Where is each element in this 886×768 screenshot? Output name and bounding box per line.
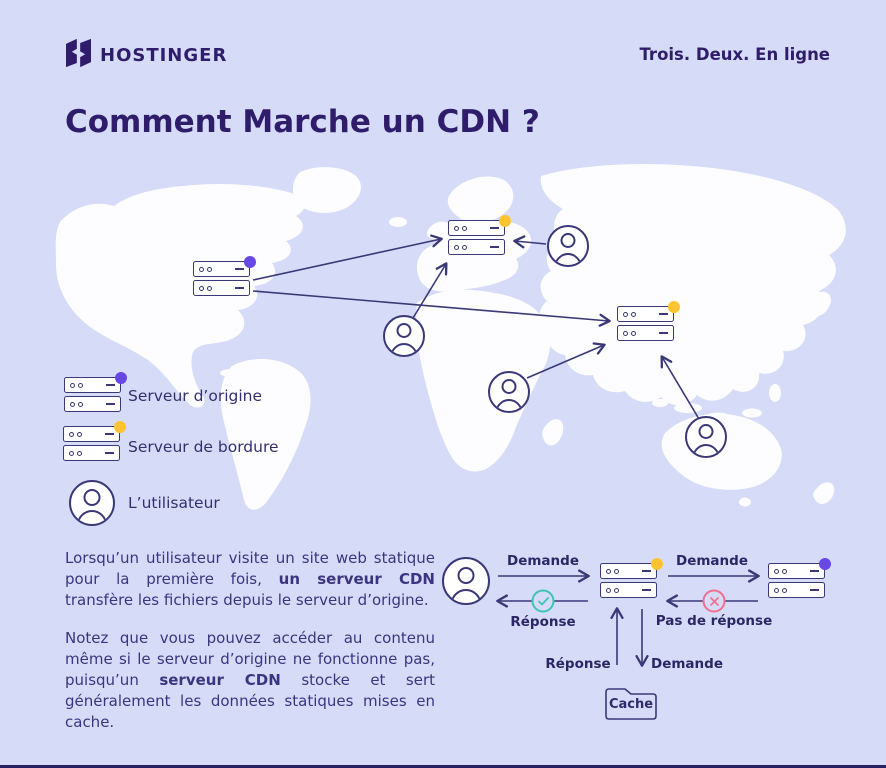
page-title: Comment Marche un CDN ? [65, 104, 540, 140]
hostinger-logo-icon [64, 38, 93, 72]
legend-label-origin: Serveur d’origine [128, 387, 263, 405]
flow-label-reponse-2: Réponse [545, 656, 611, 672]
cache-folder-icon: Cache [604, 681, 658, 721]
paragraph-2: Notez que vous pouvez accéder au contenu… [65, 629, 436, 731]
map-user-europe [547, 225, 589, 267]
flow-label-reponse-1: Réponse [510, 614, 576, 630]
arrow-origin-to-edge-eu [252, 234, 443, 281]
flow-label-demande-1: Demande [507, 553, 579, 569]
body-copy: Lorsqu’un utilisateur visite un site web… [65, 548, 435, 733]
origin-dot-icon [244, 256, 256, 268]
map-user-australia [685, 416, 727, 458]
map-edge-server-asia [617, 301, 680, 341]
flow-label-demande-2: Demande [676, 553, 748, 569]
flow-origin-server-icon [768, 558, 831, 598]
brand-wordmark: HOSTINGER [100, 45, 228, 66]
edge-dot-icon [668, 301, 680, 313]
footer-bar [0, 765, 886, 768]
arrow-user-africa-east-to-edge-asia [526, 342, 606, 379]
legend-user-icon [69, 480, 115, 526]
check-circle-icon [531, 589, 555, 613]
origin-dot-icon [819, 558, 831, 570]
x-circle-icon [702, 589, 726, 613]
map-origin-server [193, 256, 256, 296]
paragraph-1: Lorsqu’un utilisateur visite un site web… [65, 549, 435, 609]
cache-label: Cache [608, 697, 654, 712]
arrow-user-australia-to-edge-asia [660, 355, 700, 420]
map-user-africa-west [383, 315, 425, 357]
flow-edge-server-icon [600, 558, 663, 598]
origin-dot-icon [115, 372, 127, 384]
flow-user-icon [442, 557, 490, 605]
legend-label-user: L’utilisateur [128, 494, 220, 512]
legend-origin-server-icon [64, 372, 127, 412]
map-user-africa-east [488, 371, 530, 413]
legend-edge-server-icon [63, 421, 126, 461]
arrow-origin-to-edge-asia [252, 290, 611, 327]
brand-tagline: Trois. Deux. En ligne [639, 45, 830, 64]
arrow-user-eu-to-edge-eu [513, 235, 547, 249]
legend-label-edge: Serveur de bordure [128, 438, 279, 456]
edge-dot-icon [651, 558, 663, 570]
edge-dot-icon [114, 421, 126, 433]
continents [55, 164, 846, 510]
map-edge-server-europe [448, 215, 511, 255]
flow-label-pas-de-reponse: Pas de réponse [655, 613, 773, 629]
edge-dot-icon [499, 215, 511, 227]
flow-label-demande-3: Demande [651, 656, 723, 672]
arrow-user-africa-west-to-edge-eu [412, 262, 448, 319]
